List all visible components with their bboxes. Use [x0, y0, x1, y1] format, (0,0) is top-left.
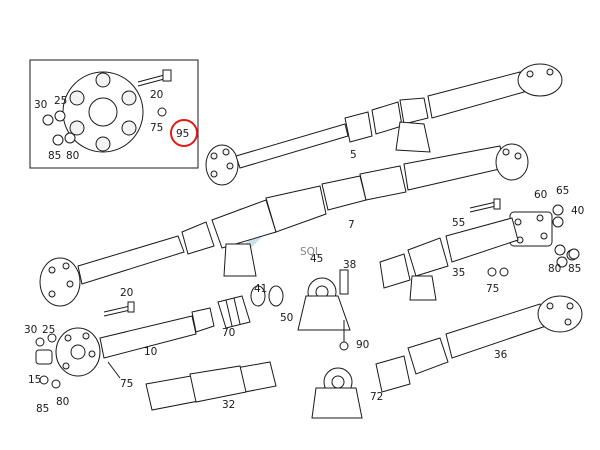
flange-assembly-top-right — [469, 198, 578, 261]
callout-label: 85 — [568, 263, 581, 275]
driveshaft-35 — [379, 217, 580, 301]
callout-label: 75 — [486, 283, 499, 295]
callout-label: 60 — [534, 189, 547, 201]
callout-label: 80 — [66, 150, 79, 162]
callout-label: 65 — [556, 185, 569, 197]
driveshaft-5 — [205, 63, 563, 186]
callout-label: 85 — [48, 150, 61, 162]
callout-label: 32 — [222, 399, 235, 411]
callout-label: 75 — [120, 378, 133, 390]
seal-ring — [250, 285, 284, 307]
driveshaft-7 — [39, 143, 529, 307]
driveshaft-10 — [99, 301, 215, 379]
callout-label: 55 — [452, 217, 465, 229]
callout-label: 7 — [348, 219, 355, 231]
callout-label: 20 — [150, 89, 163, 101]
flex-disc-inset: 20 30 25 75 85 80 95 — [29, 59, 199, 169]
callout-label: 70 — [222, 327, 235, 339]
callout-label: 25 — [54, 95, 67, 107]
flex-disc-bottom-left — [35, 327, 101, 389]
callout-label: 80 — [548, 263, 561, 275]
callout-label: 36 — [494, 349, 508, 361]
bolt-icon — [339, 320, 349, 351]
rubber-boot-70 — [217, 295, 251, 329]
callout-label: 72 — [370, 391, 383, 403]
callout-label: 35 — [452, 267, 465, 279]
callout-label: 85 — [36, 403, 49, 415]
callout-label: 41 — [254, 283, 267, 295]
callout-label: 38 — [343, 259, 356, 271]
callout-label: 30 — [34, 99, 47, 111]
callout-label: 10 — [144, 346, 157, 358]
callout-label: 40 — [571, 205, 584, 217]
callout-label: 30 — [24, 324, 37, 336]
driveshaft-36 — [375, 295, 583, 393]
nut-icon — [42, 107, 167, 146]
callout-label: 50 — [280, 312, 293, 324]
callout-label: 75 — [150, 122, 163, 134]
callout-label: 5 — [350, 149, 357, 161]
flex-disc-icon — [62, 71, 144, 153]
vibration-damper-32 — [145, 361, 277, 411]
callout-label: 20 — [120, 287, 133, 299]
callout-label: 80 — [56, 396, 69, 408]
callout-label: 45 — [310, 253, 323, 265]
callout-label: 25 — [42, 324, 55, 336]
center-bearing-45 — [297, 269, 351, 331]
center-bearing-72 — [311, 367, 363, 419]
bolt-icon — [137, 69, 172, 87]
watermark-text: SQL — [300, 246, 321, 258]
callout-label: 15 — [28, 374, 41, 386]
callout-label: 90 — [356, 339, 369, 351]
highlight-circle — [170, 119, 198, 147]
callout-label-highlighted: 95 — [176, 128, 189, 140]
